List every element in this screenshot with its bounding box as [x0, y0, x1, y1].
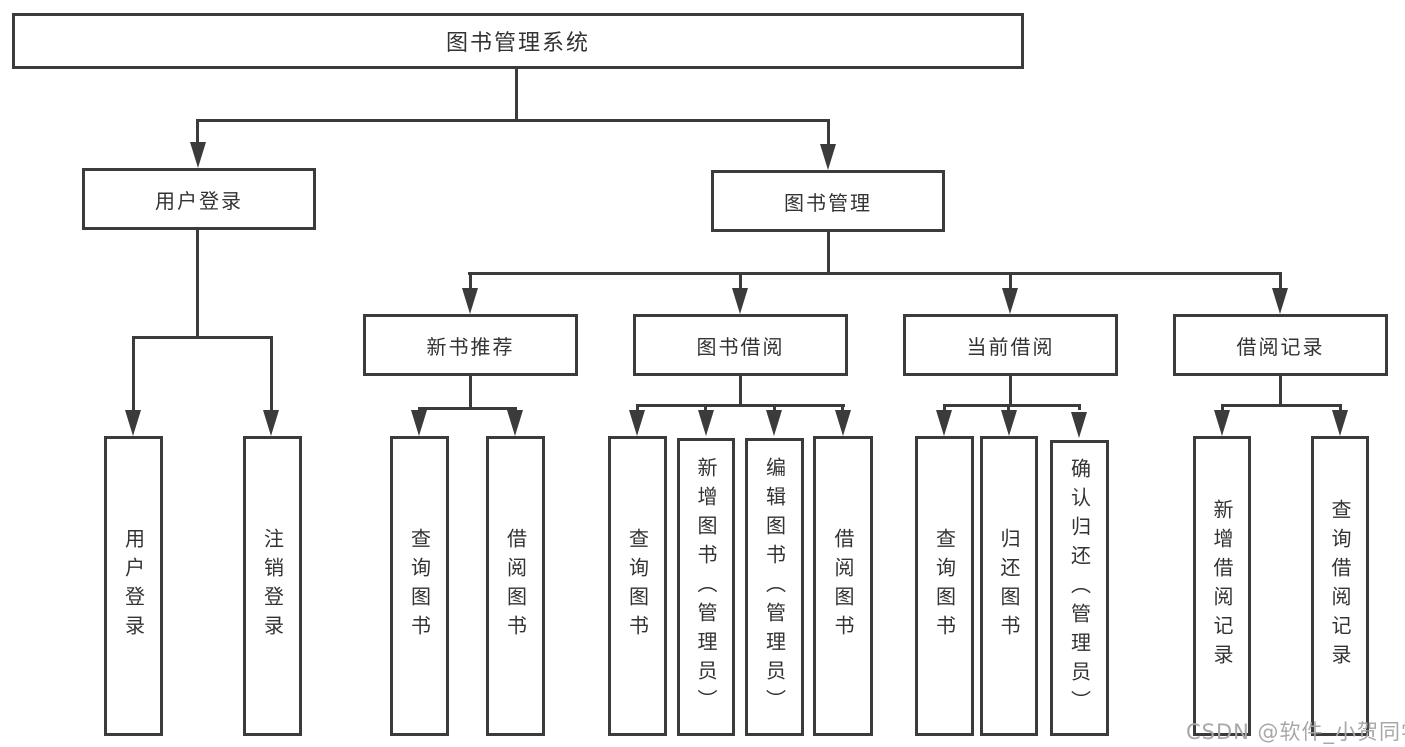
- arrowhead-down-icon: [936, 410, 952, 436]
- leaf-query-books-borrow: 查询图书: [608, 436, 667, 736]
- leaf-query-books-recommend: 查询图书: [390, 436, 449, 736]
- arrowhead-down-icon: [462, 288, 478, 314]
- arrowhead-down-icon: [1001, 410, 1017, 436]
- arrowhead-down-icon: [732, 288, 748, 314]
- connector-vline: [827, 232, 830, 272]
- connector-vline: [943, 404, 946, 410]
- connector-vline: [1279, 376, 1282, 404]
- leaf-query-books-current: 查询图书: [915, 436, 974, 736]
- arrowhead-down-icon: [263, 410, 279, 436]
- leaf-borrow-books-recommend: 借阅图书: [486, 436, 545, 736]
- node-user-login-label: 用户登录: [155, 188, 243, 213]
- connector-vline: [132, 336, 135, 412]
- arrowhead-down-icon: [507, 410, 523, 436]
- connector-vline: [1221, 404, 1224, 410]
- connector-vline: [1009, 376, 1012, 404]
- connector-vline: [1279, 272, 1282, 290]
- leaf-logout: 注销登录: [243, 436, 302, 736]
- leaf-add-borrow-record: 新增借阅记录: [1193, 436, 1251, 736]
- node-new-book-recommendation-label: 新书推荐: [426, 334, 515, 359]
- leaf-add-book-admin: 新增图书（管理员）: [677, 438, 735, 736]
- arrowhead-down-icon: [411, 410, 427, 436]
- leaf-return-book: 归还图书: [980, 436, 1038, 736]
- arrowhead-down-icon: [820, 144, 836, 170]
- arrowhead-down-icon: [1214, 410, 1230, 436]
- connector-hline: [132, 336, 273, 339]
- connector-vline: [469, 376, 472, 407]
- connector-vline: [469, 272, 472, 290]
- leaf-user-login: 用户登录: [104, 436, 163, 736]
- arrowhead-down-icon: [766, 410, 782, 436]
- connector-vline: [270, 336, 273, 412]
- connector-vline: [1339, 404, 1342, 410]
- arrowhead-down-icon: [629, 410, 645, 436]
- arrowhead-down-icon: [125, 410, 141, 436]
- leaf-borrow-books-borrow: 借阅图书: [813, 436, 873, 736]
- connector-vline: [1007, 404, 1010, 410]
- node-current-borrowing-label: 当前借阅: [966, 334, 1055, 359]
- node-borrowing-records-label: 借阅记录: [1236, 334, 1325, 359]
- arrowhead-down-icon: [1002, 288, 1018, 314]
- node-current-borrowing: 当前借阅: [903, 314, 1118, 376]
- arrowhead-down-icon: [835, 410, 851, 436]
- connector-vline: [773, 404, 776, 410]
- node-root: 图书管理系统: [12, 13, 1024, 69]
- connector-hline: [468, 272, 1282, 275]
- connector-vline: [739, 376, 742, 404]
- leaf-edit-book-admin: 编辑图书（管理员）: [745, 438, 804, 736]
- node-root-label: 图书管理系统: [445, 31, 590, 56]
- connector-vline: [739, 272, 742, 290]
- node-book-borrowing-label: 图书借阅: [696, 334, 785, 359]
- node-new-book-recommendation: 新书推荐: [363, 314, 578, 376]
- connector-vline: [515, 69, 518, 120]
- connector-vline: [704, 404, 707, 410]
- arrowhead-down-icon: [698, 410, 714, 436]
- node-user-login: 用户登录: [82, 168, 316, 230]
- connector-hline: [418, 407, 517, 410]
- connector-vline: [196, 119, 199, 145]
- connector-vline: [827, 119, 830, 145]
- connector-hline: [943, 404, 1081, 407]
- connector-vline: [841, 404, 844, 410]
- arrowhead-down-icon: [1071, 412, 1087, 438]
- leaf-query-borrow-record: 查询借阅记录: [1311, 436, 1369, 736]
- connector-vline: [1078, 404, 1081, 410]
- node-book-borrowing: 图书借阅: [633, 314, 848, 376]
- arrowhead-down-icon: [1272, 288, 1288, 314]
- arrowhead-down-icon: [190, 142, 206, 168]
- watermark: CSDN @软件_小贺同学: [1186, 720, 1405, 744]
- connector-hline: [196, 119, 830, 122]
- connector-hline: [1221, 404, 1342, 407]
- connector-vline: [1009, 272, 1012, 290]
- connector-hline: [636, 404, 845, 407]
- arrowhead-down-icon: [1332, 410, 1348, 436]
- connector-vline: [196, 230, 199, 336]
- node-borrowing-records: 借阅记录: [1173, 314, 1388, 376]
- node-book-management-label: 图书管理: [784, 190, 872, 215]
- node-book-management: 图书管理: [711, 170, 945, 232]
- leaf-confirm-return-admin: 确认归还（管理员）: [1050, 440, 1109, 736]
- connector-vline: [636, 404, 639, 410]
